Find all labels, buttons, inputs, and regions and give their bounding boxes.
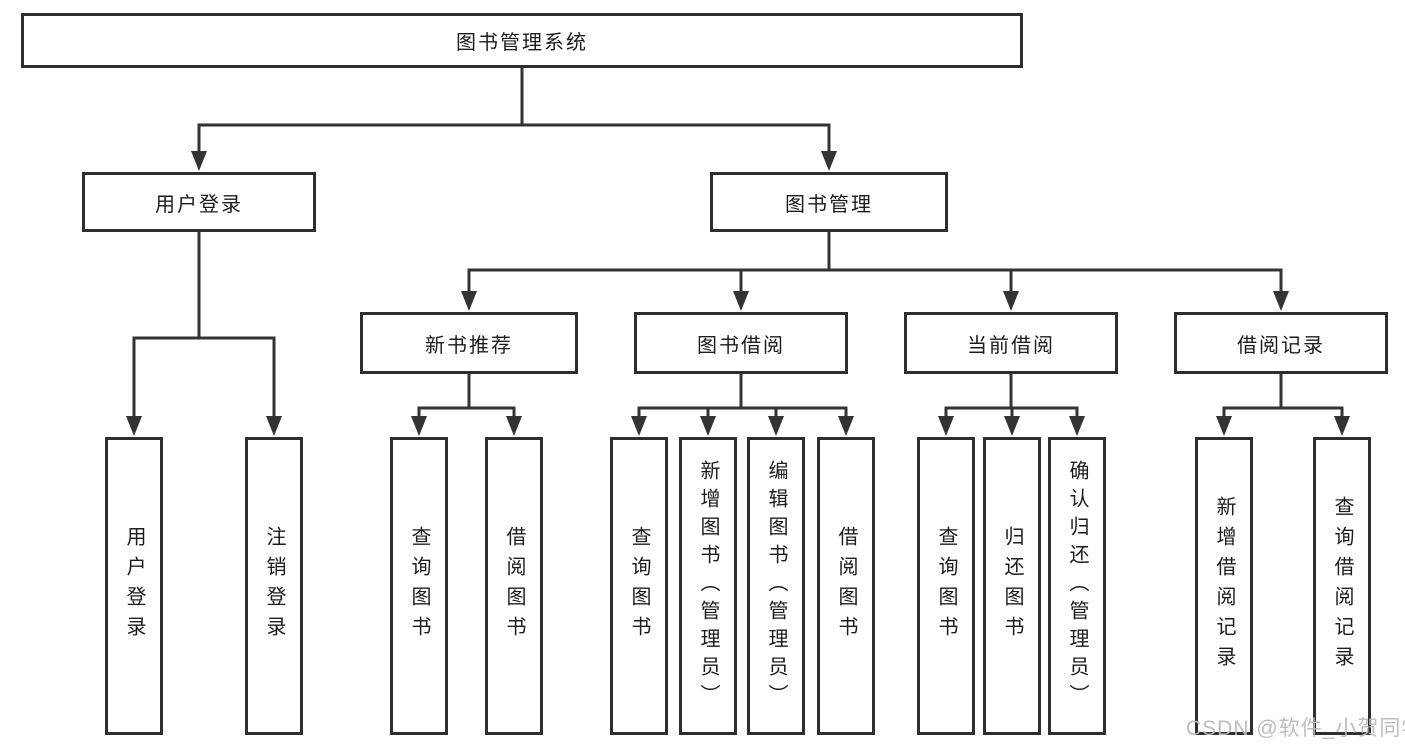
node-borrowing-records: 借阅记录 xyxy=(1174,312,1388,374)
leaf-borrow-books: 借阅图书 xyxy=(817,437,875,735)
node-new-book-recommendation: 新书推荐 xyxy=(360,312,578,374)
arrow-down-icon xyxy=(768,416,784,436)
node-label: 图书借阅 xyxy=(697,334,785,357)
node-label: 图书管理系统 xyxy=(456,32,588,54)
leaf-query-borrow-record: 查询借阅记录 xyxy=(1313,437,1371,735)
leaf-label: 用户登录 xyxy=(123,526,145,646)
leaf-query-books-recommend: 查询图书 xyxy=(390,437,448,735)
leaf-label: 新增借阅记录 xyxy=(1213,496,1235,676)
leaf-confirm-return-admin: 确认归还（管理员） xyxy=(1048,437,1106,735)
leaf-add-borrow-record: 新增借阅记录 xyxy=(1195,437,1253,735)
arrow-down-icon xyxy=(700,416,716,436)
arrow-down-icon xyxy=(733,291,749,311)
arrow-down-icon xyxy=(126,416,142,436)
leaf-label: 借阅图书 xyxy=(835,526,857,646)
node-label: 用户登录 xyxy=(155,193,243,216)
leaf-query-books-current: 查询图书 xyxy=(917,437,975,735)
node-label: 借阅记录 xyxy=(1237,334,1325,357)
csdn-watermark: CSDN @软件_小贺同学 xyxy=(1186,717,1405,740)
node-label: 图书管理 xyxy=(785,193,873,216)
leaf-label: 查询借阅记录 xyxy=(1331,496,1353,676)
arrow-down-icon xyxy=(821,151,837,171)
arrow-down-icon xyxy=(266,416,282,436)
arrow-down-icon xyxy=(461,291,477,311)
leaf-borrow-books-recommend: 借阅图书 xyxy=(485,437,543,735)
leaf-label: 确认归还（管理员） xyxy=(1066,460,1088,712)
leaf-label: 注销登录 xyxy=(263,526,285,646)
arrow-down-icon xyxy=(1003,291,1019,311)
node-book-borrowing: 图书借阅 xyxy=(634,312,848,374)
arrow-down-icon xyxy=(1216,416,1232,436)
connector-lines xyxy=(132,68,1344,421)
arrow-down-icon xyxy=(1069,416,1085,436)
node-book-management: 图书管理 xyxy=(710,172,948,232)
arrow-down-icon xyxy=(506,416,522,436)
leaf-label: 编辑图书（管理员） xyxy=(765,460,787,712)
node-label: 新书推荐 xyxy=(425,334,513,357)
leaf-edit-books-admin: 编辑图书（管理员） xyxy=(747,437,805,735)
arrow-down-icon xyxy=(838,416,854,436)
leaf-label: 查询图书 xyxy=(628,526,650,646)
arrow-down-icon xyxy=(631,416,647,436)
leaf-label: 新增图书（管理员） xyxy=(697,460,719,712)
arrow-down-icon xyxy=(938,416,954,436)
arrow-down-icon xyxy=(1273,291,1289,311)
arrow-down-icon xyxy=(1004,416,1020,436)
leaf-add-books-admin: 新增图书（管理员） xyxy=(679,437,737,735)
arrow-down-icon xyxy=(1334,416,1350,436)
leaf-label: 借阅图书 xyxy=(503,526,525,646)
leaf-label: 查询图书 xyxy=(408,526,430,646)
node-label: 当前借阅 xyxy=(967,334,1055,357)
node-current-borrowing: 当前借阅 xyxy=(904,312,1118,374)
arrow-down-icon xyxy=(191,151,207,171)
leaf-user-login: 用户登录 xyxy=(105,437,163,735)
node-library-management-system: 图书管理系统 xyxy=(21,13,1023,68)
arrow-down-icon xyxy=(411,416,427,436)
leaf-label: 归还图书 xyxy=(1001,526,1023,646)
arrowhead-group xyxy=(126,151,1350,436)
node-user-login: 用户登录 xyxy=(82,172,316,232)
leaf-logout: 注销登录 xyxy=(245,437,303,735)
leaf-query-books-borrow: 查询图书 xyxy=(610,437,668,735)
leaf-return-books: 归还图书 xyxy=(983,437,1041,735)
leaf-label: 查询图书 xyxy=(935,526,957,646)
